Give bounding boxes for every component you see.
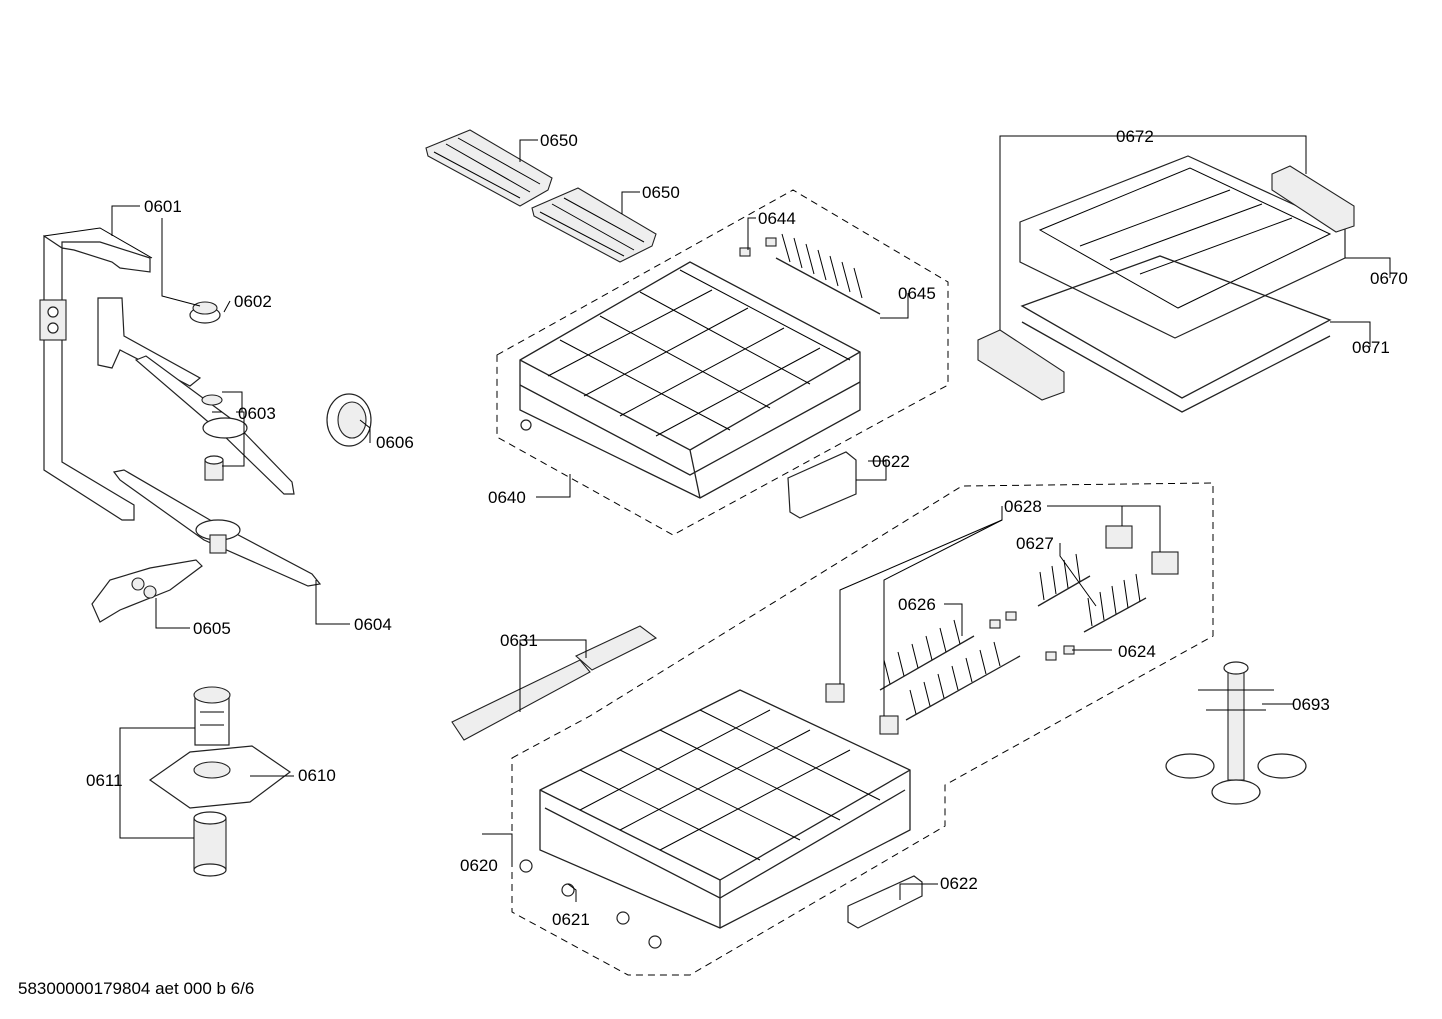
top-spray-nozzle xyxy=(326,393,372,447)
lower-basket xyxy=(539,689,911,929)
cutlery-tray-third-rack xyxy=(1019,155,1346,339)
cutlery-insert-lower xyxy=(531,187,657,263)
handle-lower xyxy=(847,875,923,929)
label-0650-lower: 0650 xyxy=(642,183,680,202)
label-0601: 0601 xyxy=(144,197,182,216)
label-0624: 0624 xyxy=(1118,642,1156,661)
label-0650-upper: 0650 xyxy=(540,131,578,150)
label-0605: 0605 xyxy=(193,619,231,638)
cup-holder-insert xyxy=(1165,661,1307,805)
upper-basket-group-outline xyxy=(496,189,949,536)
label-0621: 0621 xyxy=(552,910,590,929)
label-0693: 0693 xyxy=(1292,695,1330,714)
handle-upper xyxy=(787,451,857,519)
cutlery-insert-lower-basket xyxy=(451,625,658,741)
label-0610: 0610 xyxy=(298,766,336,785)
label-0622-upper: 0622 xyxy=(872,452,910,471)
fold-down-tine-row-upper xyxy=(775,233,881,315)
leader-lines xyxy=(111,135,1391,902)
filter-plate xyxy=(148,745,292,809)
label-0603: 0603 xyxy=(238,404,276,423)
fold-down-tine-row-d xyxy=(1083,573,1147,633)
fold-down-tine-row-b xyxy=(905,641,1021,721)
spray-arm-cover xyxy=(91,559,203,623)
label-0670: 0670 xyxy=(1370,269,1408,288)
upper-spray-arm-bracket xyxy=(97,297,202,387)
spray-arm-supply-pipe xyxy=(39,227,153,521)
micro-filter xyxy=(193,811,227,877)
upper-spray-arm xyxy=(134,355,295,495)
label-0628: 0628 xyxy=(1004,497,1042,516)
document-id: 58300000179804 aet 000 b 6/6 xyxy=(18,979,255,998)
spray-arm-nut xyxy=(189,301,221,324)
tine-row-clip xyxy=(989,611,1075,661)
label-0644: 0644 xyxy=(758,209,796,228)
label-0604: 0604 xyxy=(354,615,392,634)
label-0606: 0606 xyxy=(376,433,414,452)
label-0627: 0627 xyxy=(1016,534,1054,553)
label-0622-lower: 0622 xyxy=(940,874,978,893)
fold-down-tine-row-c xyxy=(1037,553,1091,607)
tine-row-holder xyxy=(825,525,1179,735)
label-0631: 0631 xyxy=(500,631,538,650)
coarse-filter xyxy=(193,686,231,746)
label-0611: 0611 xyxy=(86,771,123,790)
basket-clip xyxy=(739,237,777,257)
third-rack-rail-left xyxy=(977,329,1065,401)
third-rack-rail-right xyxy=(1271,165,1355,233)
label-0620: 0620 xyxy=(460,856,498,875)
label-0640: 0640 xyxy=(488,488,526,507)
lower-spray-arm xyxy=(112,469,322,587)
third-rack-frame xyxy=(1020,255,1332,413)
fold-down-tine-row-a xyxy=(879,619,975,691)
upper-basket xyxy=(519,261,861,499)
label-0626: 0626 xyxy=(898,595,936,614)
label-0645: 0645 xyxy=(898,284,936,303)
lower-basket-group-outline xyxy=(511,482,1214,976)
spray-arm-hub xyxy=(204,455,224,481)
cutlery-insert-upper xyxy=(425,129,553,207)
basket-wheel xyxy=(519,859,662,949)
label-0602: 0602 xyxy=(234,292,272,311)
label-0672: 0672 xyxy=(1116,127,1154,146)
label-0671: 0671 xyxy=(1352,338,1390,357)
